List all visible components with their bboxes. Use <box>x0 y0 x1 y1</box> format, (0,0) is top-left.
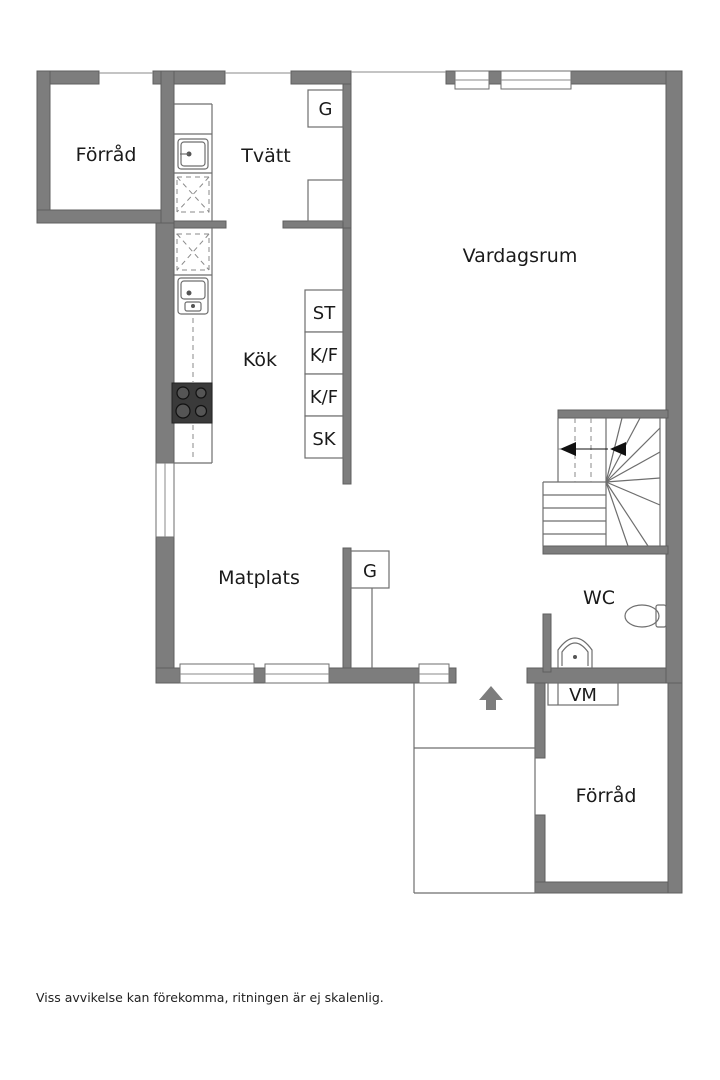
room-label-matplats: Matplats <box>218 567 300 589</box>
disclaimer-text: Viss avvikelse kan förekomma, ritningen … <box>36 990 384 1005</box>
wash-basin-icon <box>557 637 593 668</box>
g-box-matplats <box>350 550 390 589</box>
toilet-icon <box>624 604 667 628</box>
wall-stair-top <box>557 409 669 419</box>
room-label-kok: Kök <box>243 349 277 371</box>
appliance-stack: ST K/F K/F SK <box>304 289 344 459</box>
st-label: ST <box>313 303 336 324</box>
wall-tvatt-bottom-right <box>282 220 346 229</box>
room-label-forrad-bottom: Förråd <box>576 784 637 807</box>
g-label-matplats: G <box>363 561 377 582</box>
wall-wc-left <box>542 613 552 673</box>
wall-dining-divider <box>342 547 352 669</box>
porch <box>413 683 536 894</box>
wall-right <box>665 70 683 684</box>
wall-storage2-bottom <box>534 881 683 894</box>
wall-top-mid <box>290 70 352 85</box>
sink-icon <box>177 277 209 315</box>
g-box-tvatt <box>307 89 344 128</box>
stove-icon <box>171 382 213 424</box>
stair-arrow-icon <box>560 442 626 456</box>
kf2-label: K/F <box>310 387 338 408</box>
room-label-wc: WC <box>583 587 615 609</box>
wall-storage2-left-bottom <box>534 814 546 894</box>
room-label-forrad-top: Förråd <box>76 143 137 166</box>
wall-storage2-right <box>667 682 683 894</box>
st-box <box>304 289 344 333</box>
g-label-tvatt: G <box>319 99 333 120</box>
wall-storage-bottom <box>36 209 175 224</box>
dryer-machine-icon <box>176 176 210 213</box>
vm-label: VM <box>569 685 597 706</box>
wall-tvatt-bottom-left <box>173 220 227 229</box>
entrance-arrow-icon <box>479 686 503 710</box>
sk-box <box>304 415 344 459</box>
tvatt-cabinet <box>307 179 344 222</box>
windows <box>155 70 572 684</box>
wall-left-storage <box>36 70 51 224</box>
wall-left-dining <box>155 536 175 684</box>
room-label-vardagsrum: Vardagsrum <box>463 245 578 267</box>
wall-kitchen-divider <box>342 227 352 485</box>
room-label-tvatt: Tvätt <box>240 145 290 167</box>
sink-icon <box>177 138 209 170</box>
wall-storage2-left-top <box>534 682 546 759</box>
vm-box <box>547 682 619 706</box>
wall-storage-right <box>160 70 175 224</box>
staircase <box>542 417 661 547</box>
dishwasher-icon <box>176 233 210 271</box>
wall-stair-bottom <box>542 545 669 555</box>
wall-tvatt-right <box>342 83 352 229</box>
sk-label: SK <box>312 429 336 450</box>
kf1-label: K/F <box>310 345 338 366</box>
wall-left-kitchen <box>155 222 175 464</box>
